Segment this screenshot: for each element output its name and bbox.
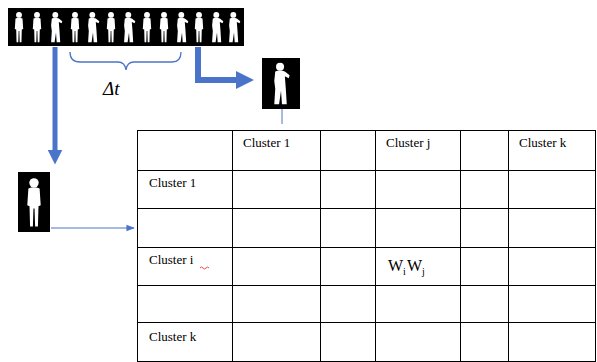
- bent-arrow: [198, 47, 245, 80]
- weight-subscript: i: [403, 266, 406, 278]
- pointer-arrow: [51, 227, 134, 228]
- frame-small: [18, 172, 50, 232]
- brace: [70, 52, 181, 70]
- frame-large: [262, 58, 300, 124]
- column-header: Cluster 1: [243, 136, 290, 151]
- spell-mark: [200, 267, 209, 269]
- weight-symbol: W: [407, 257, 422, 275]
- row-header: Cluster i: [149, 253, 193, 268]
- column-header: Cluster j: [386, 136, 430, 151]
- row-header: Cluster 1: [149, 176, 196, 191]
- column-header: Cluster k: [519, 136, 566, 151]
- down-arrow: [53, 47, 58, 157]
- weight-symbol: W: [388, 257, 403, 275]
- frame-strip: [8, 8, 244, 46]
- table-grid: [137, 130, 596, 362]
- row-header: Cluster k: [149, 330, 196, 345]
- weight-subscript: j: [422, 266, 425, 278]
- interval-label: Δt: [103, 78, 119, 100]
